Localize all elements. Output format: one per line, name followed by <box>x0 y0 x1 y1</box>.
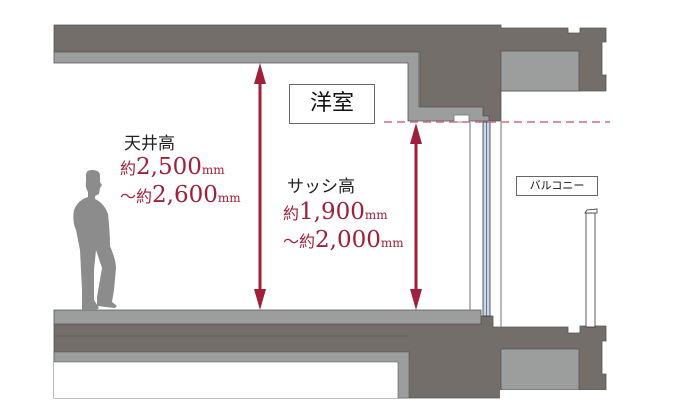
ceiling-height-title-text: 天井高 <box>124 134 175 154</box>
ceiling-height-unit-1: mm <box>201 163 225 177</box>
ceiling-height-prefix-2: ～約 <box>120 187 153 206</box>
balcony-label: バルコニー <box>516 176 598 196</box>
sash-height-arrow <box>410 123 422 310</box>
sash-height-unit-1: mm <box>364 208 388 222</box>
floor-slab <box>53 309 607 419</box>
ceiling-slab <box>53 24 607 123</box>
sash-height-value-2: ～約2,000mm <box>283 228 404 256</box>
balcony-railing <box>584 208 598 328</box>
balcony-label-text: バルコニー <box>529 179 585 192</box>
ceiling-height-number-1: 2,500 <box>136 154 202 180</box>
ceiling-height-prefix-1: 約 <box>120 159 137 178</box>
ceiling-height-value-2: ～約2,600mm <box>120 183 241 211</box>
person-silhouette-icon <box>73 170 117 310</box>
ceiling-height-title: 天井高 <box>124 129 175 154</box>
ceiling-height-unit-2: mm <box>217 191 241 205</box>
sash-height-unit-2: mm <box>380 236 404 250</box>
room-label: 洋室 <box>289 84 375 124</box>
sash-height-number-2: 2,000 <box>315 227 381 253</box>
room-label-text: 洋室 <box>309 91 354 116</box>
sash-height-title-text: サッシ高 <box>287 177 355 197</box>
sash-height-value-1: 約1,900mm <box>283 200 388 228</box>
ceiling-height-number-2: 2,600 <box>152 182 218 208</box>
ceiling-height-value-1: 約2,500mm <box>120 155 225 183</box>
ceiling-height-arrow <box>254 63 266 310</box>
sash-height-prefix-2: ～約 <box>283 232 316 251</box>
sash-height-prefix-1: 約 <box>283 204 300 223</box>
sash-height-number-1: 1,900 <box>299 199 365 225</box>
sash-height-title: サッシ高 <box>287 172 355 197</box>
window-sash <box>469 121 502 327</box>
